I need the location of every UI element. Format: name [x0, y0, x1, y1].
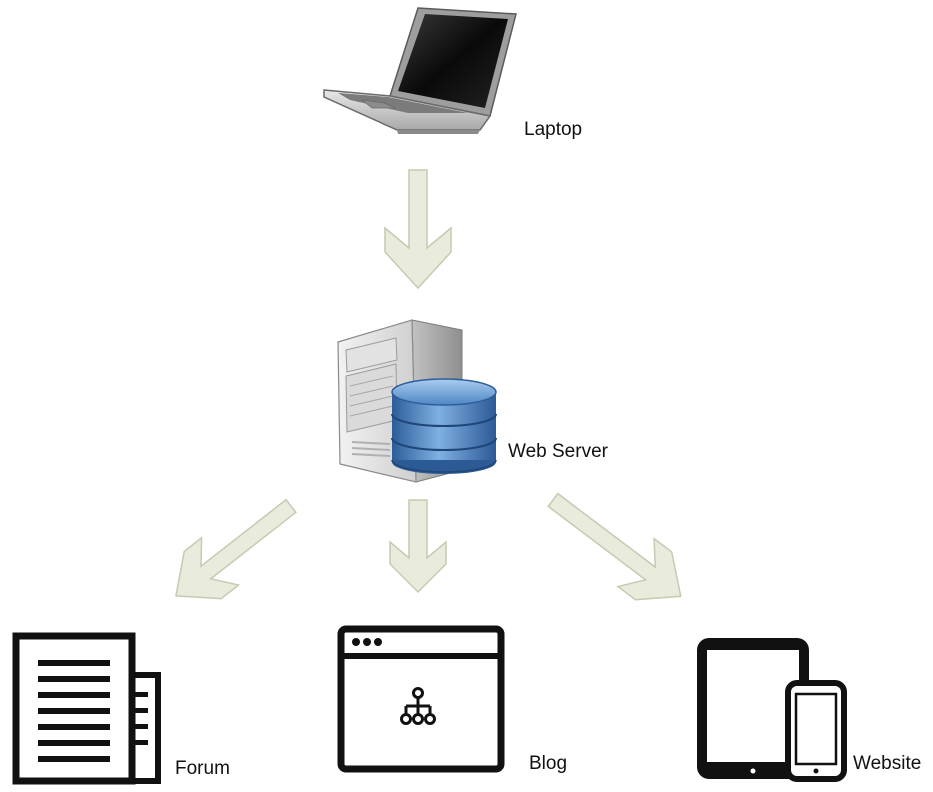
server-database-icon: [337, 319, 497, 483]
arrow-server-to-blog: [389, 499, 447, 594]
arrow-laptop-to-server: [384, 169, 452, 290]
arrow-shape: [389, 499, 447, 594]
laptop-icon: [323, 7, 517, 134]
forum-label: Forum: [175, 758, 230, 779]
sitemap-icon: [400, 687, 436, 725]
website-label: Website: [853, 753, 922, 774]
web-server-label: Web Server: [508, 441, 608, 462]
tablet-phone-icon: [697, 638, 847, 782]
arrow-shape: [547, 492, 682, 601]
arrow-shape: [175, 498, 297, 600]
arrow-server-to-website: [547, 492, 682, 601]
laptop-label: Laptop: [524, 119, 583, 140]
browser-window-icon: [337, 625, 505, 773]
blog-label: Blog: [529, 753, 568, 774]
arrow-shape: [384, 169, 452, 290]
arrow-server-to-forum: [175, 498, 297, 600]
document-icon: [12, 632, 161, 785]
